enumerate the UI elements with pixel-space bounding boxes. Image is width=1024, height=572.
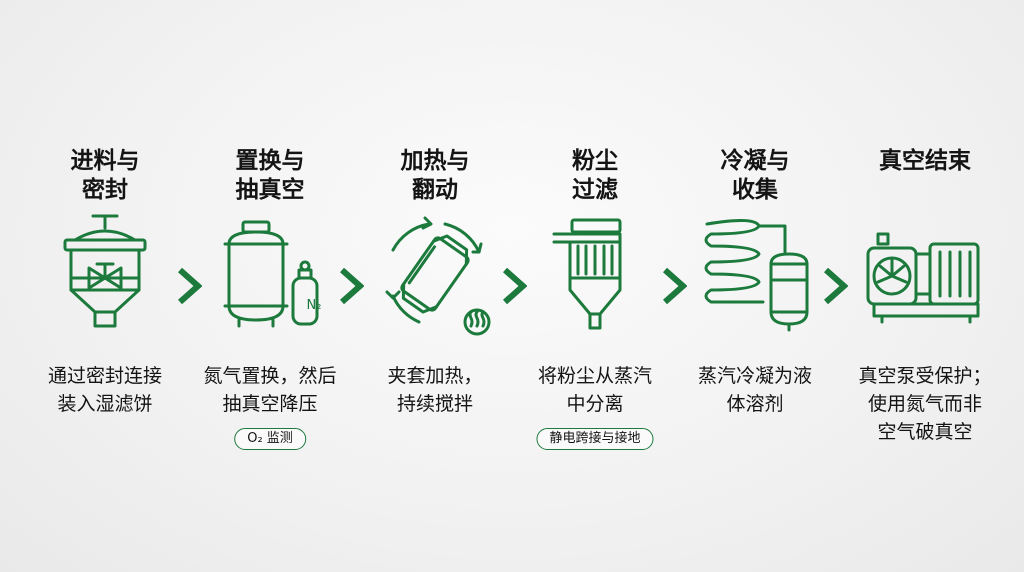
step-dust-filter: 粉尘过滤 将粉尘从蒸汽中分离 静电跨接与接地 — [515, 0, 675, 572]
hopper-valve-icon — [63, 214, 147, 328]
step-title: 冷凝与收集 — [720, 148, 790, 203]
chevron-right-icon — [663, 268, 687, 304]
chevron-right-icon — [503, 268, 527, 304]
chevron-right-icon — [178, 268, 202, 304]
chevron-right-icon — [340, 268, 364, 304]
nitrogen-label: N₂ — [306, 298, 322, 313]
step-feed-seal: 进料与密封 通过密封连接装入湿滤饼 — [30, 0, 180, 572]
step-condense-collect: 冷凝与收集 蒸汽冷凝为液体溶剂 — [675, 0, 835, 572]
condenser-coil-icon — [704, 219, 809, 332]
step-description: 氮气置换，然后抽真空降压 — [203, 365, 337, 415]
step-description: 通过密封连接装入湿滤饼 — [47, 365, 162, 415]
step-description: 蒸汽冷凝为液体溶剂 — [697, 365, 812, 415]
dust-filter-icon — [552, 218, 622, 330]
step-vacuum-end: 真空结束 真空泵受保护；使用氮气而非空气破真空 — [835, 0, 1015, 572]
step-title: 真空结束 — [879, 148, 971, 174]
step-title: 进料与密封 — [70, 148, 140, 203]
vessel-nitrogen-cylinder-icon — [223, 220, 319, 328]
grounding-badge: 静电跨接与接地 — [536, 428, 654, 450]
step-title: 加热与翻动 — [400, 148, 470, 203]
step-heat-tumble: 加热与翻动 夹套加热，持续搅拌 — [355, 0, 515, 572]
step-description: 夹套加热，持续搅拌 — [387, 365, 483, 415]
step-title: 置换与抽真空 — [235, 148, 305, 203]
step-description: 将粉尘从蒸汽中分离 — [537, 365, 652, 415]
vacuum-pump-icon — [866, 232, 980, 324]
step-title: 粉尘过滤 — [572, 148, 618, 203]
chevron-right-icon — [824, 268, 848, 304]
step-description: 真空泵受保护；使用氮气而非空气破真空 — [858, 365, 992, 443]
step-purge-vacuum: 置换与抽真空 N₂ 氮气置换，然后抽真空降压 O₂ 监测 — [195, 0, 345, 572]
o2-monitor-badge: O₂ 监测 — [234, 428, 306, 450]
rotating-drum-heat-icon — [385, 216, 491, 336]
